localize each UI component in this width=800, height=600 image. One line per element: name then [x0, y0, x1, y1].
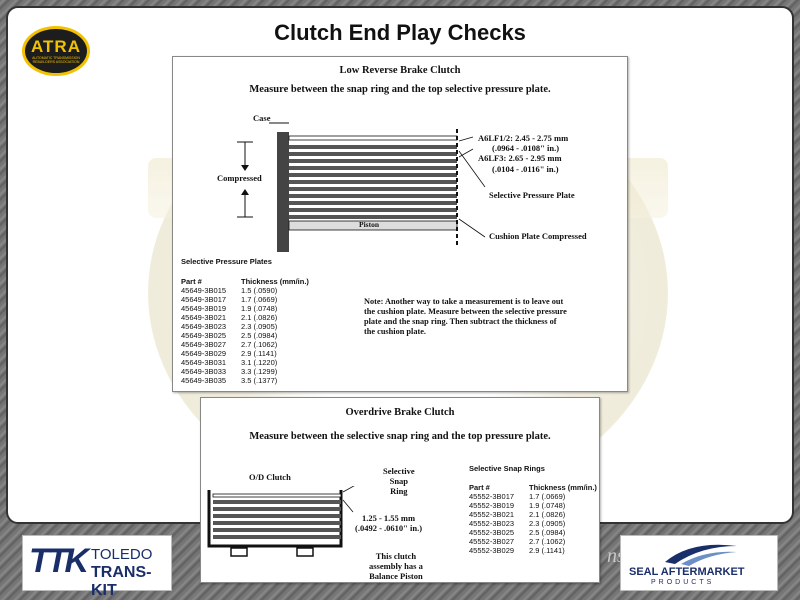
table-row: 45552-3B027 2.7 (.1062) [469, 537, 597, 546]
seal-aftermarket-logo: SEAL AFTERMARKET PRODUCTS [620, 535, 778, 591]
table-row: 45552-3B017 1.7 (.0669) [469, 492, 597, 501]
atra-logo-subtitle: AUTOMATIC TRANSMISSION REBUILDERS ASSOCI… [32, 55, 80, 64]
table-row: 45552-3B021 2.1 (.0826) [469, 510, 597, 519]
part-number: 45649-3B029 [181, 349, 227, 358]
piston-label: Piston [359, 220, 380, 229]
thickness: 3.3 (.1299) [241, 367, 278, 376]
panel-title: Low Reverse Brake Clutch [339, 65, 461, 76]
case-wall [277, 132, 289, 252]
thickness: 3.1 (.1220) [241, 358, 278, 367]
table-header: Part # Thickness (mm/in.) [181, 277, 309, 286]
selective-snap-rings-table: Part # Thickness (mm/in.) 45552-3B017 1.7… [469, 483, 597, 555]
part-number: 45649-3B019 [181, 304, 227, 313]
toledo-trans-kit-logo: TTK TOLEDO TRANS-KIT [22, 535, 172, 599]
thickness: 1.9 (.0748) [529, 501, 566, 510]
thickness: 2.1 (.0826) [241, 313, 278, 322]
low-reverse-clutch-diagram [237, 122, 486, 252]
table-row: 45649-3B019 1.9 (.0748) [181, 304, 309, 313]
table-row: 45552-3B019 1.9 (.0748) [469, 501, 597, 510]
od-clutch-diagram [207, 486, 355, 557]
part-number: 45649-3B035 [181, 376, 227, 385]
part-number: 45552-3B029 [469, 546, 515, 555]
thickness: 1.5 (.0590) [241, 286, 278, 295]
part-number: 45649-3B015 [181, 286, 227, 295]
cushion-plate-label: Cushion Plate Compressed [489, 231, 587, 241]
table-row: 45649-3B025 2.5 (.0984) [181, 331, 309, 340]
snap-ring [288, 135, 458, 141]
table-row: 45649-3B031 3.1 (.1220) [181, 358, 309, 367]
thickness: 2.9 (.1141) [241, 349, 277, 358]
part-number: 45649-3B027 [181, 340, 227, 349]
compressed-label: Compressed [217, 173, 262, 183]
table-row: 45649-3B029 2.9 (.1141) [181, 349, 309, 358]
table-row: 45649-3B035 3.5 (.1377) [181, 376, 309, 385]
atra-logo: ATRA AUTOMATIC TRANSMISSION REBUILDERS A… [22, 26, 90, 76]
ttk-mark: TTK [29, 542, 89, 580]
panel-title: Overdrive Brake Clutch [345, 407, 455, 418]
selective-pressure-plates-title: Selective Pressure Plates [181, 257, 272, 266]
atra-logo-text: ATRA [31, 36, 81, 56]
low-reverse-brake-clutch-panel: Low Reverse Brake Clutch Measure between… [172, 56, 628, 392]
od-clutch-label: O/D Clutch [249, 472, 291, 482]
measurement-note: Note: Another way to take a measurement … [364, 297, 567, 336]
part-number: 45552-3B021 [469, 510, 515, 519]
selective-pressure-plates-table: Part # Thickness (mm/in.) 45649-3B015 1.5… [181, 277, 309, 385]
table-row: 45649-3B017 1.7 (.0669) [181, 295, 309, 304]
table-row: 45649-3B023 2.3 (.0905) [181, 322, 309, 331]
seal-line1: SEAL AFTERMARKET [629, 566, 745, 578]
thickness: 3.5 (.1377) [241, 376, 278, 385]
thickness: 2.5 (.0984) [529, 528, 566, 537]
thickness: 1.9 (.0748) [241, 304, 278, 313]
table-row: 45649-3B021 2.1 (.0826) [181, 313, 309, 322]
part-number: 45552-3B017 [469, 492, 515, 501]
part-number: 45552-3B023 [469, 519, 515, 528]
part-number: 45649-3B033 [181, 367, 227, 376]
thickness: 2.9 (.1141) [529, 546, 565, 555]
table-header: Part # Thickness (mm/in.) [469, 483, 597, 492]
a6lf12-spec: A6LF1/2: 2.45 - 2.75 mm (.0964 - .0108" … [478, 133, 569, 174]
clutch-plate-stack [289, 145, 457, 219]
balance-piston-note: This clutch assembly has a Balance Pisto… [369, 551, 423, 582]
table-row: 45649-3B027 2.7 (.1062) [181, 340, 309, 349]
table-row: 45552-3B025 2.5 (.0984) [469, 528, 597, 537]
part-number: 45552-3B025 [469, 528, 515, 537]
thickness: 2.5 (.0984) [241, 331, 278, 340]
od-snap-ring [212, 493, 342, 498]
panel-subtitle: Measure between the selective snap ring … [249, 431, 551, 442]
selective-snap-ring-label: Selective Snap Ring [383, 466, 415, 497]
part-number: 45649-3B023 [181, 322, 227, 331]
thickness: 1.7 (.0669) [529, 492, 566, 501]
part-number: 45649-3B021 [181, 313, 227, 322]
piston-shape [288, 220, 458, 231]
selective-snap-rings-title: Selective Snap Rings [469, 464, 545, 473]
table-row: 45552-3B029 2.9 (.1141) [469, 546, 597, 555]
table-row: 45649-3B015 1.5 (.0590) [181, 286, 309, 295]
thickness: 2.7 (.1062) [529, 537, 566, 546]
thickness: 2.7 (.1062) [241, 340, 278, 349]
part-number: 45552-3B027 [469, 537, 515, 546]
case-label: Case [253, 113, 271, 123]
ttk-line1: TOLEDO [91, 546, 153, 563]
seal-swoosh-icon [665, 544, 737, 566]
part-number: 45649-3B017 [181, 295, 227, 304]
part-number: 45552-3B019 [469, 501, 515, 510]
thickness: 2.1 (.0826) [529, 510, 566, 519]
table-row: 45649-3B033 3.3 (.1299) [181, 367, 309, 376]
seal-line2: PRODUCTS [651, 579, 715, 586]
ttk-line2: TRANS-KIT [91, 564, 152, 599]
part-number: 45649-3B025 [181, 331, 227, 340]
selective-pressure-plate-label: Selective Pressure Plate [489, 190, 575, 200]
thickness: 2.3 (.0905) [529, 519, 566, 528]
od-plate-stack [213, 500, 341, 539]
table-row: 45552-3B023 2.3 (.0905) [469, 519, 597, 528]
thickness: 1.7 (.0669) [241, 295, 278, 304]
overdrive-brake-clutch-panel: Overdrive Brake Clutch Measure between t… [200, 397, 600, 583]
panel-subtitle: Measure between the snap ring and the to… [249, 84, 551, 95]
part-number: 45649-3B031 [181, 358, 227, 367]
od-spec: 1.25 - 1.55 mm (.0492 - .0610" in.) [355, 513, 423, 534]
page-title: Clutch End Play Checks [274, 20, 526, 45]
thickness: 2.3 (.0905) [241, 322, 278, 331]
